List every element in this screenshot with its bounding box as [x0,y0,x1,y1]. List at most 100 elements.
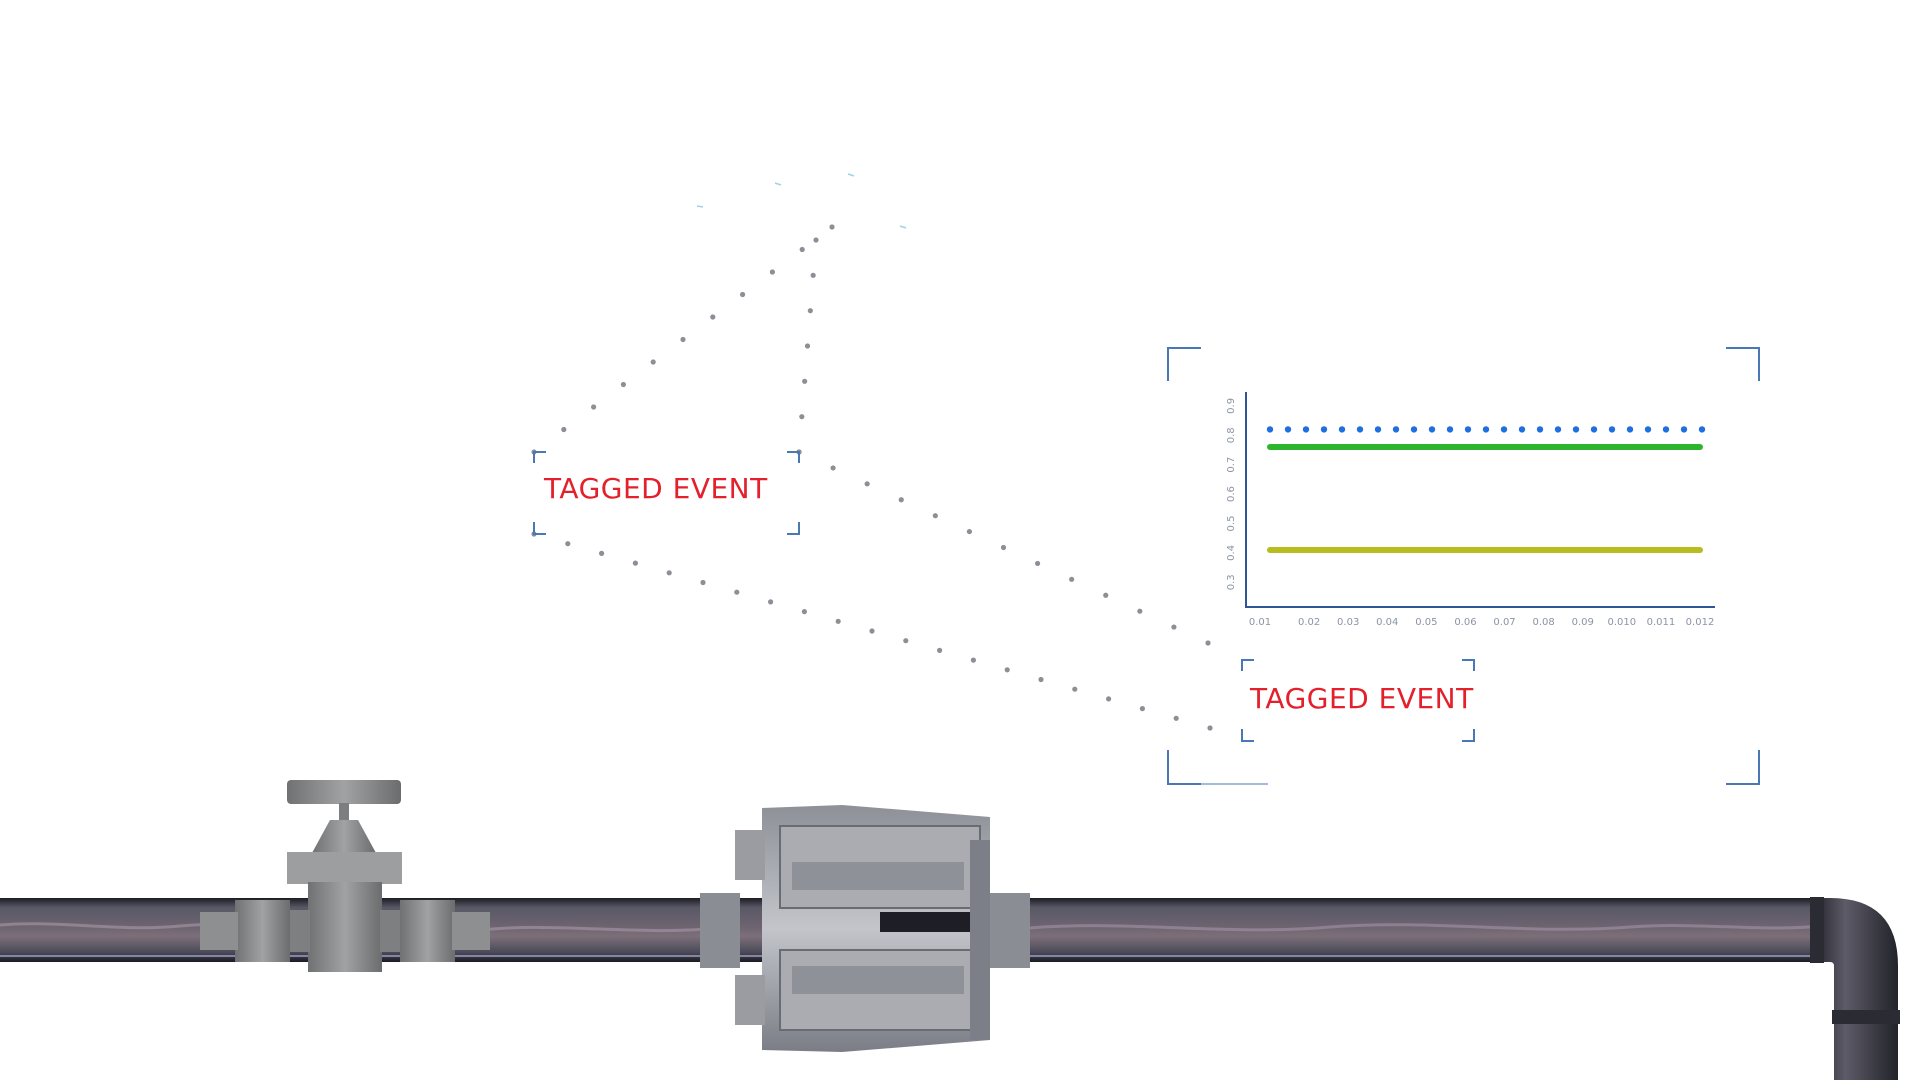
x-tick-label: 0.01 [1249,617,1271,628]
leader-dot [937,647,943,654]
y-tick-label: 0.3 [1226,574,1237,590]
x-tick-label: 0.03 [1337,617,1359,628]
leader-dot [869,628,875,634]
leader-dot [829,224,835,230]
leader-dot [801,609,808,615]
leader-dot [1038,676,1044,683]
valve [200,780,490,972]
y-tick-label: 0.7 [1226,457,1237,473]
leader-dot [768,599,774,605]
leader-dot [1171,624,1177,630]
leader-dot [898,497,904,503]
x-tick-label: 0.06 [1454,617,1476,628]
x-tick-label: 0.07 [1493,617,1515,628]
tag-2-bracket [1241,659,1475,742]
leader-dot [1106,696,1112,702]
leader-dot [769,269,776,275]
x-tick-label: 0.012 [1686,617,1715,628]
y-tick-label: 0.9 [1226,398,1237,414]
leader-dot [1137,608,1143,614]
leader-dot [804,343,811,349]
flow-sensor [700,805,1030,1052]
x-tick-label: 0.010 [1607,617,1636,628]
leader-dot [903,638,909,644]
series-0-point [1662,426,1670,433]
leader-dot [1004,667,1010,673]
leader-dot [680,336,686,343]
series-0-point [1464,426,1472,433]
x-tick-label: 0.05 [1415,617,1437,628]
leader-dot [666,570,672,576]
leader-dot [1000,544,1007,551]
leader-dot [970,657,977,663]
leader-dot [799,246,805,253]
leader-dot [565,541,571,547]
leader-dot [932,513,938,519]
sparkle-marks [696,173,907,229]
leader-dot [734,589,740,595]
x-tick-label: 0.09 [1572,617,1594,628]
chart-frame [1167,347,1760,785]
leader-dot [813,237,819,243]
series-0-point [1554,426,1562,433]
series-0-point [1518,426,1526,433]
series-0-point [1338,426,1346,433]
series-0-point [1446,426,1454,433]
leader-dot [740,291,746,298]
series-0-point [1680,426,1688,433]
tag-1-label: TAGGED EVENT [544,472,768,505]
series-0-point [1428,426,1436,433]
series-0-point [1608,426,1616,433]
series-0-point [1284,426,1292,433]
leader-dot [650,359,656,365]
tag-1-bracket [533,451,800,535]
series-0-point [1590,426,1598,433]
y-tick-label: 0.8 [1226,427,1237,443]
leader-dot [591,404,597,410]
x-tick-label: 0.04 [1376,617,1398,628]
leader-dot [1034,560,1041,567]
series-0-point [1698,426,1706,433]
x-tick-label: 0.02 [1298,617,1320,628]
x-tick-label: 0.011 [1647,617,1676,628]
leader-dot [1205,640,1211,646]
leader-dot [599,550,605,557]
leader-dot [799,414,805,420]
leader-dot [620,381,627,388]
series-0-point [1410,426,1418,433]
series-0-point [1392,426,1400,433]
leader-dot [835,618,841,624]
series-0-point [1626,426,1634,433]
leader-dot [1069,576,1075,582]
leader-dot [1173,715,1179,721]
series-0-point [1500,426,1508,433]
series-0-point [1536,426,1544,433]
leader-lines [531,224,1213,731]
x-tick-label: 0.08 [1533,617,1555,628]
series-0-point [1572,426,1580,433]
leader-dot [1072,686,1078,692]
leader-dot [1207,725,1213,731]
y-tick-label: 0.5 [1226,516,1237,532]
tag-2-label: TAGGED EVENT [1250,682,1474,715]
leader-dot [561,426,567,433]
leader-dot [807,308,813,314]
line-chart: 0.3 0.4 0.5 0.6 0.7 0.8 0.9 0.01 0.02 0.03 0.04 0.… [1226,392,1715,628]
y-tick-label: 0.6 [1226,486,1237,502]
leader-dot [710,314,716,320]
leader-dot [802,378,808,384]
series-0-point [1356,426,1364,433]
leader-dot [700,579,706,586]
y-tick-label: 0.4 [1226,545,1237,561]
series-0-point [1320,426,1328,433]
leader-dot [966,528,973,535]
leader-dot [1103,592,1109,598]
leader-dot [810,272,816,278]
leader-dot [864,481,870,487]
leader-dot [1139,706,1145,712]
series-0-point [1482,426,1490,433]
leader-dot [830,465,836,471]
series-0-point [1374,426,1382,433]
leader-dot [632,560,639,566]
